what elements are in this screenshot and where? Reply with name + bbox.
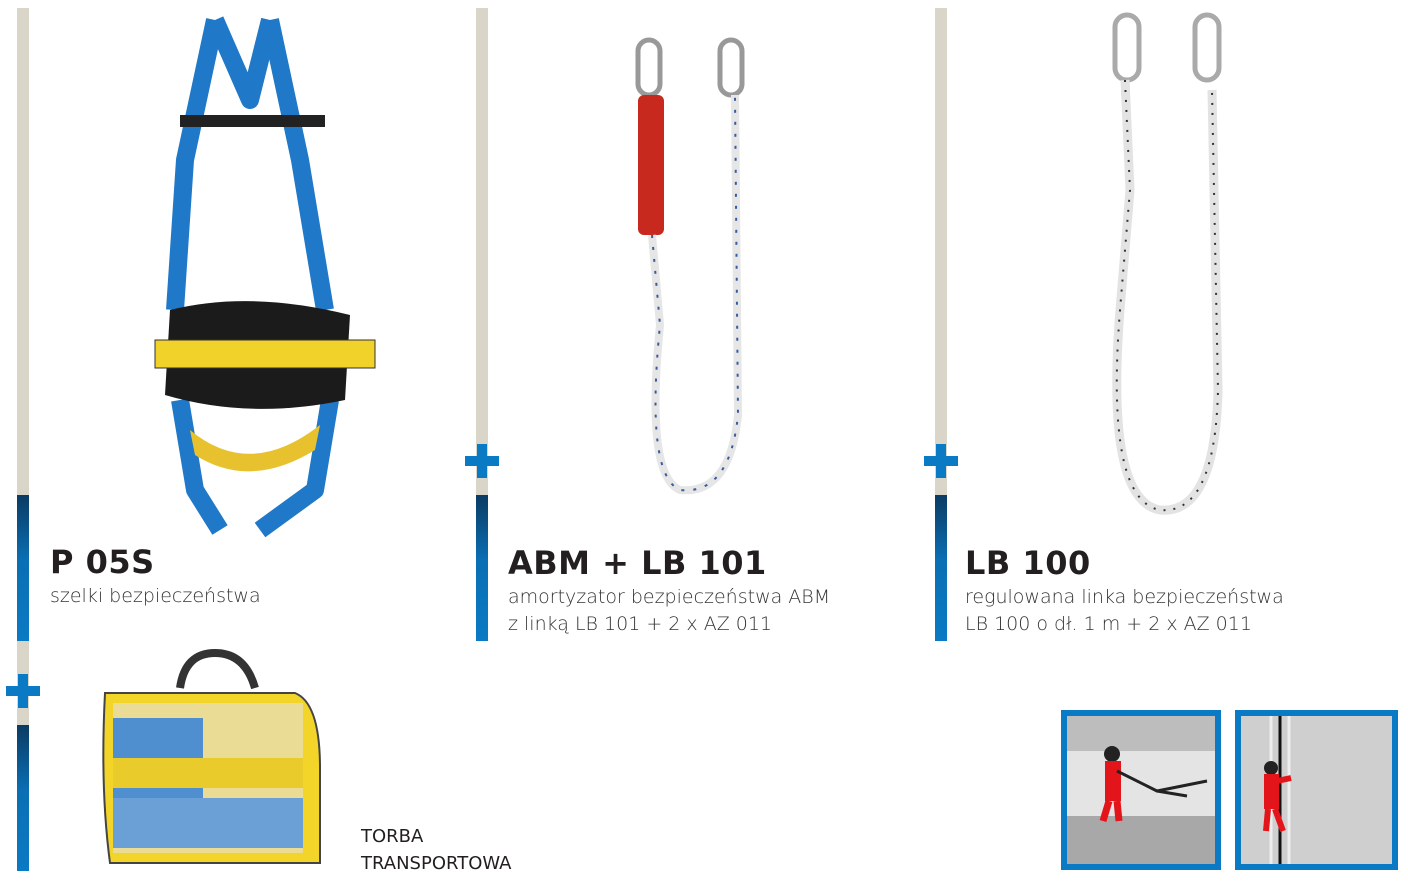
usage-pictogram-ladder: [1235, 710, 1398, 870]
bag-label: TRANSPORTOWA: [361, 853, 512, 874]
adjustable-rope-image: [1112, 12, 1223, 515]
absorber-lanyard-image: [635, 37, 745, 495]
plus-icon: [924, 444, 958, 478]
product-description: z linką LB 101 + 2 x AZ 011: [508, 613, 773, 635]
divider-bar-accent: [17, 495, 29, 641]
plus-icon: [6, 674, 40, 708]
plus-icon: [465, 444, 499, 478]
product-description: regulowana linka bezpieczeństwa: [965, 586, 1284, 608]
product-code: ABM + LB 101: [508, 544, 767, 582]
product-description: amortyzator bezpieczeństwa ABM: [508, 586, 831, 608]
product-code: P 05S: [50, 543, 155, 581]
harness-image: [154, 16, 376, 538]
divider-bar: [935, 8, 947, 495]
divider-bar: [17, 8, 29, 495]
divider-bar-accent: [476, 495, 488, 641]
product-description: LB 100 o dł. 1 m + 2 x AZ 011: [965, 613, 1252, 635]
usage-pictogram-roof: [1061, 710, 1221, 870]
product-description: szelki bezpieczeństwa: [50, 585, 261, 607]
bag-label: TORBA: [361, 826, 424, 847]
divider-bar-accent: [17, 725, 29, 871]
divider-bar: [476, 8, 488, 495]
transport-bag-image: [102, 648, 321, 864]
divider-bar-accent: [935, 495, 947, 641]
product-code: LB 100: [965, 544, 1091, 582]
